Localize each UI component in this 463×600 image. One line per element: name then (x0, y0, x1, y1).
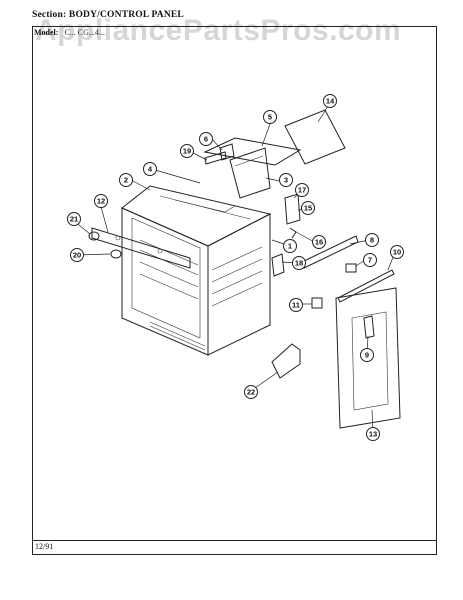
diagram-frame (32, 26, 437, 555)
svg-text:14: 14 (326, 97, 335, 106)
section-label: Section: (32, 10, 67, 20)
callout-2: 2 (119, 173, 133, 187)
svg-text:9: 9 (365, 351, 369, 360)
svg-text:8: 8 (370, 236, 374, 245)
model-value: C... CG...4... (64, 28, 105, 37)
section-heading: Section: BODY/CONTROL PANEL (32, 10, 184, 20)
svg-text:21: 21 (70, 215, 78, 224)
svg-text:2: 2 (124, 176, 128, 185)
svg-text:13: 13 (369, 430, 377, 439)
callout-15: 15 (301, 201, 315, 215)
footer-divider (32, 540, 437, 541)
door-panel (335, 287, 401, 429)
callout-10: 10 (390, 245, 404, 259)
callout-17: 17 (295, 183, 309, 197)
svg-text:6: 6 (204, 135, 208, 144)
small-brackets (204, 143, 301, 239)
callout-1: 1 (283, 239, 297, 253)
callout-6: 6 (199, 132, 213, 146)
svg-text:7: 7 (368, 256, 372, 265)
callout-8: 8 (365, 233, 379, 247)
leader-lines (73, 105, 396, 434)
model-heading: Model: C... CG...4... (34, 28, 105, 37)
panel-plate (284, 109, 346, 165)
callout-14: 14 (323, 94, 337, 108)
watermark-text: AppliancePartsPros.com (35, 14, 402, 47)
svg-text:22: 22 (247, 388, 255, 397)
svg-text:10: 10 (393, 248, 401, 257)
callout-22: 22 (244, 385, 258, 399)
callout-4: 4 (143, 162, 157, 176)
svg-text:3: 3 (284, 176, 288, 185)
front-strip (91, 227, 191, 269)
section-value: BODY/CONTROL PANEL (68, 10, 184, 20)
callout-21: 21 (67, 212, 81, 226)
model-label: Model: (34, 28, 59, 37)
callout-18: 18 (292, 256, 306, 270)
control-panel (203, 137, 302, 199)
svg-text:17: 17 (298, 186, 306, 195)
svg-text:19: 19 (183, 147, 191, 156)
svg-text:4: 4 (148, 165, 153, 174)
oven-body (121, 185, 272, 356)
svg-text:5: 5 (268, 113, 272, 122)
callout-3: 3 (279, 173, 293, 187)
callout-5: 5 (263, 110, 277, 124)
callout-13: 13 (366, 427, 380, 441)
svg-text:12: 12 (97, 197, 105, 206)
svg-text:16: 16 (315, 238, 323, 247)
svg-text:1: 1 (288, 242, 292, 251)
small-pieces (311, 263, 357, 309)
callout-19: 19 (180, 144, 194, 158)
callout-12: 12 (94, 194, 108, 208)
bottom-bracket (271, 343, 301, 379)
callout-20: 20 (70, 248, 84, 262)
svg-text:20: 20 (73, 251, 81, 260)
svg-text:18: 18 (295, 259, 303, 268)
callout-11: 11 (289, 298, 303, 312)
knob-parts (88, 231, 122, 259)
callout-7: 7 (363, 253, 377, 267)
svg-text:15: 15 (304, 204, 312, 213)
callout-9: 9 (360, 348, 374, 362)
date-code: 12/91 (35, 542, 54, 551)
callout-16: 16 (312, 235, 326, 249)
svg-text:11: 11 (292, 301, 300, 310)
